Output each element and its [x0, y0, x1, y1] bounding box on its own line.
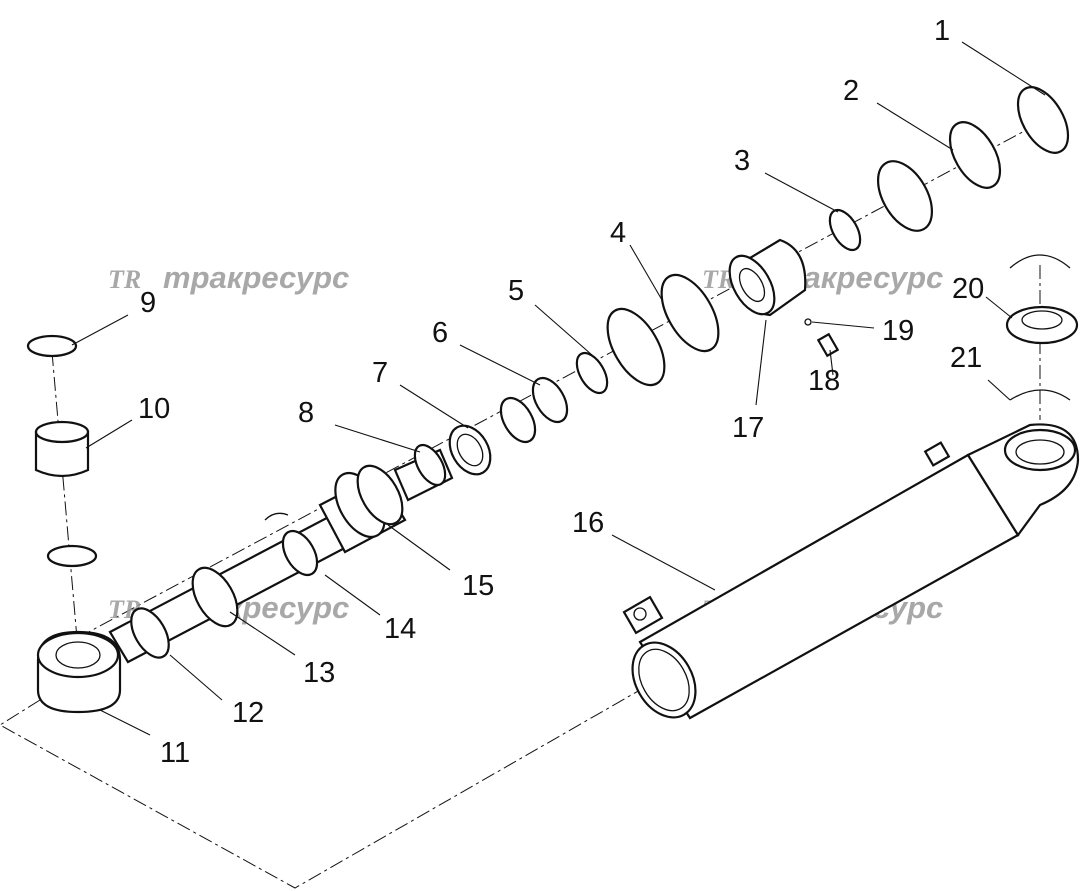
callout-1: 1 — [934, 15, 950, 47]
callout-17: 17 — [732, 412, 764, 444]
callout-9: 9 — [140, 287, 156, 319]
callout-7: 7 — [372, 357, 388, 389]
callout-2: 2 — [843, 75, 859, 107]
watermark-logo: TR — [108, 265, 141, 294]
callout-5: 5 — [508, 275, 524, 307]
leader-lines — [71, 41, 1046, 736]
cylinder-barrel — [622, 423, 1080, 720]
piston-rod-assembly — [36, 443, 454, 714]
callout-8: 8 — [298, 397, 314, 429]
callout-4: 4 — [610, 217, 626, 249]
callout-11: 11 — [160, 737, 190, 769]
callout-3: 3 — [734, 145, 750, 177]
seal-parts — [26, 86, 1079, 568]
callout-14: 14 — [384, 613, 416, 645]
callout-21: 21 — [950, 342, 982, 374]
callout-12: 12 — [232, 697, 264, 729]
callout-15: 15 — [462, 570, 494, 602]
callout-10: 10 — [138, 393, 170, 425]
callout-20: 20 — [952, 273, 984, 305]
callout-6: 6 — [432, 317, 448, 349]
callout-18: 18 — [808, 365, 840, 397]
callout-labels: 1 2 3 4 5 6 7 8 9 10 11 12 13 14 15 16 1… — [138, 15, 984, 769]
watermark-text: тракресурс — [163, 260, 349, 295]
callout-19: 19 — [882, 315, 914, 347]
callout-13: 13 — [303, 657, 335, 689]
watermark-top-left: TR тракресурс — [108, 260, 349, 295]
callout-16: 16 — [572, 507, 604, 539]
